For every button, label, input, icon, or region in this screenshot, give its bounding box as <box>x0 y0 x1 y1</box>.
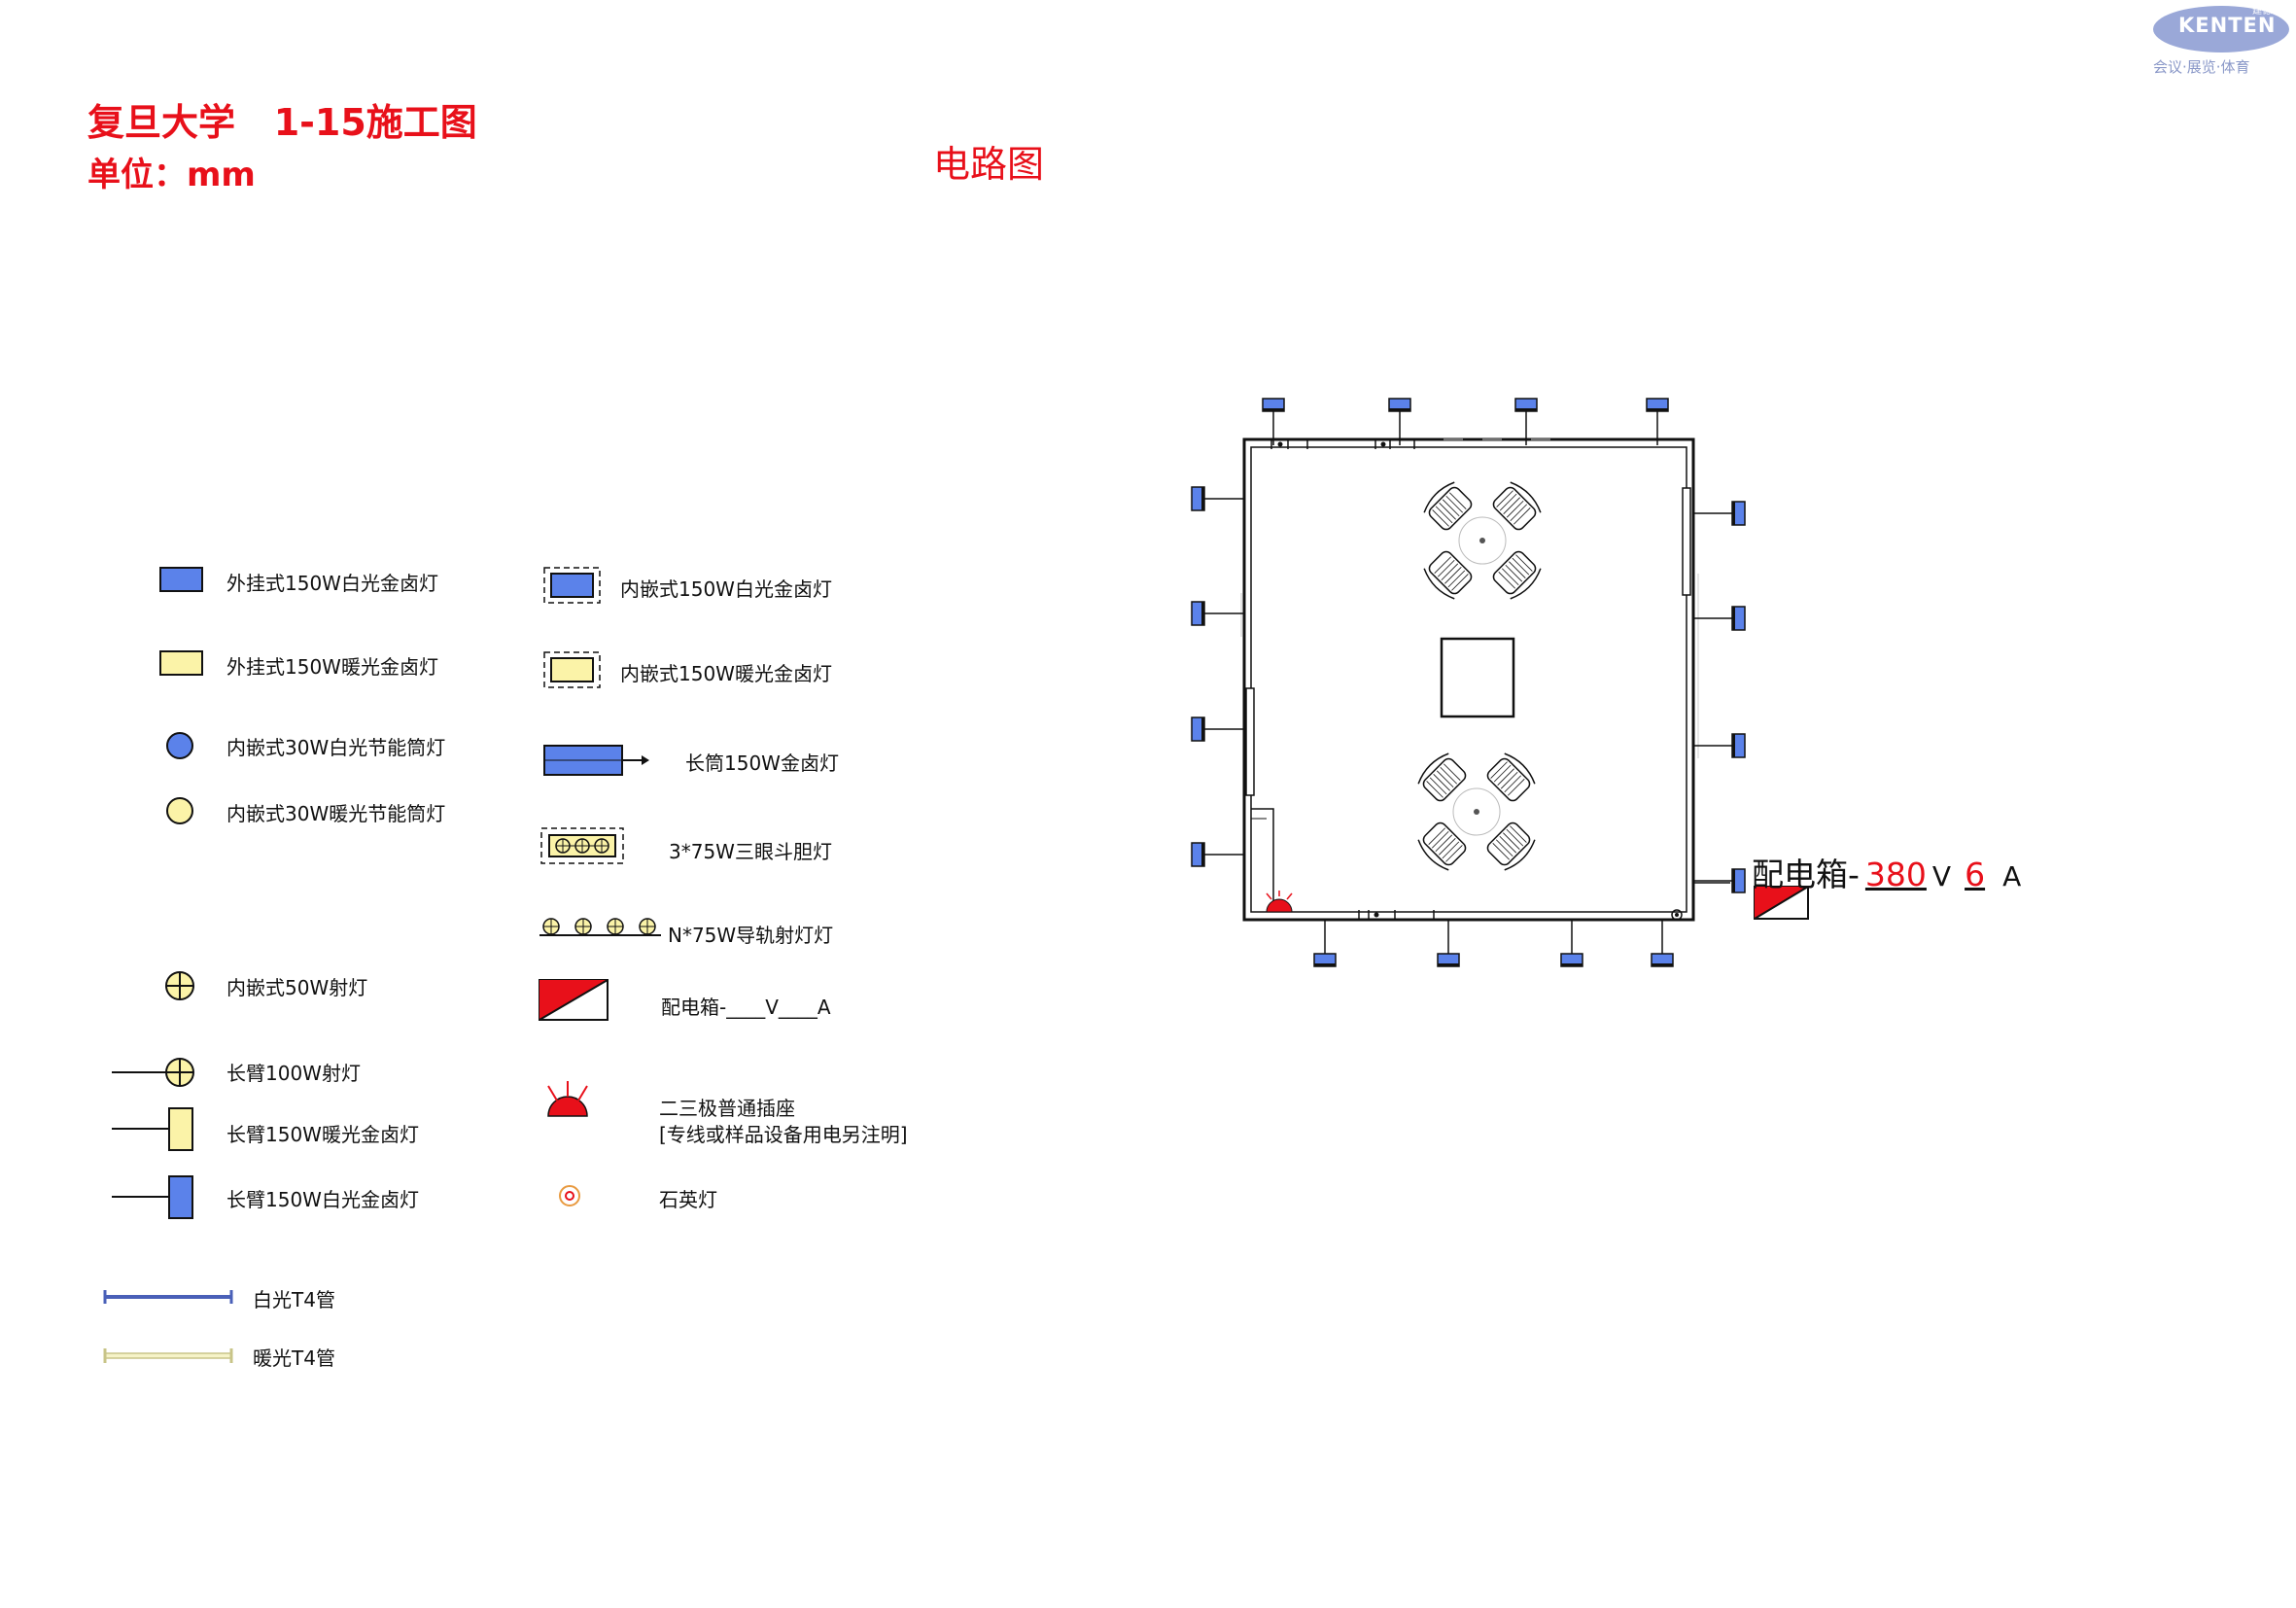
wall-lamp-icon <box>1262 398 1285 445</box>
wall-lamp-icon <box>1651 920 1674 967</box>
chair-icon <box>1423 481 1473 531</box>
recessed-white-halogen-icon <box>543 567 601 604</box>
wall-lamp-icon <box>1693 868 1746 893</box>
legend-label-long-arm-spotlight: 长臂100W射灯 <box>226 1062 361 1085</box>
plan-distribution-box-icon <box>1754 886 1809 920</box>
chair-icon <box>1423 550 1473 600</box>
legend-label-long-tube: 长筒150W金卤灯 <box>685 752 839 775</box>
legend-label-recessed-white-downlight: 内嵌式30W白光节能筒灯 <box>226 736 446 759</box>
wall-lamp-icon <box>1388 398 1411 445</box>
corner-socket-icon <box>1266 891 1293 913</box>
legend-label-warm-t4: 暖光T4管 <box>253 1346 335 1370</box>
wall-lamp-icon <box>1693 606 1746 631</box>
logo-tagline: 会议·展览·体育 <box>2153 58 2250 76</box>
unit-label: 单位：mm <box>87 156 256 194</box>
recessed-spotlight-icon <box>165 971 194 1000</box>
company-logo: 建德 KENTEN 会议·展览·体育 <box>2143 0 2294 78</box>
box-prefix: 配电箱- <box>1752 856 1860 893</box>
legend-symbols <box>103 567 661 1363</box>
warm-t4-tube-icon <box>103 1348 233 1363</box>
chair-icon <box>1417 821 1467 871</box>
logo-brand: KENTEN <box>2178 14 2277 37</box>
track-spotlight-icon <box>539 918 661 936</box>
chair-icon <box>1492 481 1542 531</box>
white-t4-tube-icon <box>103 1290 233 1304</box>
legend-label-surface-warm: 外挂式150W暖光金卤灯 <box>226 655 438 679</box>
logo-small-mark: 建德 <box>2252 6 2272 17</box>
wall-lamp-icon <box>1191 601 1244 626</box>
table-chair-sets <box>1417 481 1542 871</box>
recessed-warm-halogen-icon <box>543 651 601 688</box>
quartz-lamp-icon <box>559 1185 580 1206</box>
box-v-unit: V <box>1931 860 1952 892</box>
socket-icon <box>547 1081 588 1117</box>
box-current: 6 <box>1965 856 1986 893</box>
wall-lamps <box>1191 398 1746 967</box>
legend-label-long-arm-warm: 长臂150W暖光金卤灯 <box>226 1123 419 1146</box>
wall-lamp-icon <box>1693 733 1746 758</box>
surface-white-halogen-icon <box>159 567 203 592</box>
wall-lamp-icon <box>1693 501 1746 526</box>
long-arm-white-halogen-icon <box>112 1175 193 1219</box>
wall-lamp-icon <box>1437 920 1460 967</box>
recessed-white-downlight-icon <box>166 732 193 759</box>
legend-label-socket-note: [专线或样品设备用电另注明] <box>659 1123 908 1146</box>
logo-ellipse-icon <box>2153 6 2289 52</box>
drawing-title: 电路图 <box>933 143 1045 186</box>
box-voltage: 380 <box>1864 856 1927 893</box>
chair-icon <box>1486 821 1536 871</box>
distribution-box-icon <box>539 979 609 1021</box>
table-chair-set <box>1423 481 1542 600</box>
legend-label-triple-grille: 3*75W三眼斗胆灯 <box>669 840 832 863</box>
legend-label-socket: 二三极普通插座 <box>659 1097 795 1120</box>
chair-icon <box>1492 550 1542 600</box>
project-title: 复旦大学 1-15施工图 <box>87 101 477 144</box>
chair-icon <box>1486 752 1536 802</box>
display-table <box>1440 637 1515 718</box>
wall-lamp-icon <box>1191 842 1244 867</box>
wall-lamp-icon <box>1191 486 1244 511</box>
wall-lamp-icon <box>1646 398 1669 445</box>
legend-label-recessed-warm-halogen: 内嵌式150W暖光金卤灯 <box>620 662 832 685</box>
long-arm-warm-halogen-icon <box>112 1107 193 1151</box>
legend-label-recessed-warm-downlight: 内嵌式30W暖光节能筒灯 <box>226 802 446 825</box>
wall-lamp-icon <box>1560 920 1583 967</box>
box-a-unit: A <box>2002 860 2022 892</box>
legend-label-long-arm-white: 长臂150W白光金卤灯 <box>226 1188 419 1211</box>
long-arm-spotlight-icon <box>112 1058 194 1087</box>
recessed-warm-downlight-icon <box>166 797 193 824</box>
legend-label-recessed-white-halogen: 内嵌式150W白光金卤灯 <box>620 577 832 601</box>
legend-label-surface-white: 外挂式150W白光金卤灯 <box>226 572 438 595</box>
table-chair-set <box>1417 752 1536 871</box>
long-tube-halogen-icon <box>543 745 649 776</box>
chair-icon <box>1417 752 1467 802</box>
legend-label-recessed-spotlight: 内嵌式50W射灯 <box>226 976 368 999</box>
legend-label-white-t4: 白光T4管 <box>253 1288 335 1311</box>
triple-grille-lamp-icon <box>540 827 624 864</box>
surface-warm-halogen-icon <box>159 650 203 676</box>
legend-label-track-spotlight: N*75W导轨射灯灯 <box>668 924 834 947</box>
legend-label-distribution-box: 配电箱-____V____A <box>661 996 831 1019</box>
wall-lamp-icon <box>1191 717 1244 742</box>
wall-lamp-icon <box>1514 398 1538 445</box>
wall-lamp-icon <box>1313 920 1337 967</box>
legend-label-quartz: 石英灯 <box>659 1188 717 1211</box>
floor-plan <box>1191 398 1809 967</box>
